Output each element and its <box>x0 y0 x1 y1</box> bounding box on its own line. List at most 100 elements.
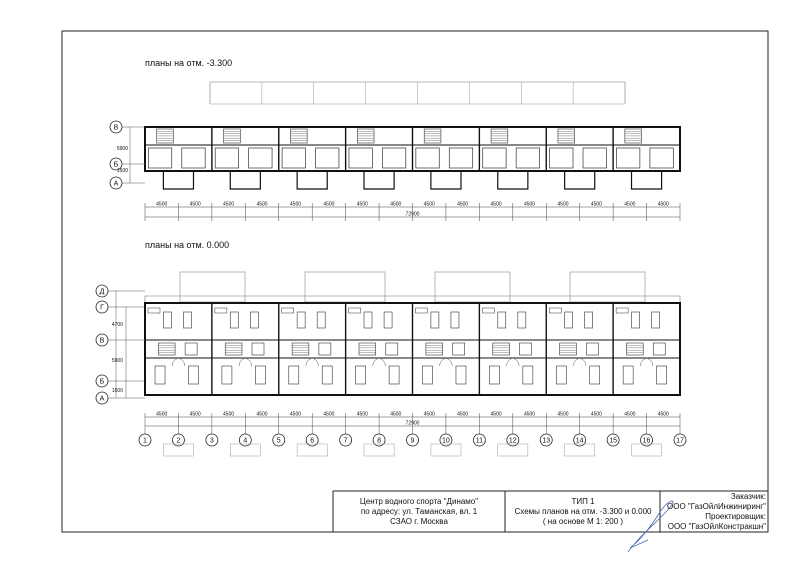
plan2-kitchen <box>147 307 161 314</box>
plan2-column-axis-2-label: 2 <box>176 438 180 445</box>
plan1-span-dim: 4500 <box>290 202 301 208</box>
designer-name: ООО "ГазОйлКонстракшн" <box>667 522 766 531</box>
plan2-entrance-step <box>230 443 261 457</box>
plan1-room <box>382 147 407 169</box>
plan2-column-axis-3-label: 3 <box>210 438 214 445</box>
plan2-column-axis-3 <box>205 433 219 447</box>
sheet-type: ТИП 1 <box>571 497 595 506</box>
plan2-table <box>564 311 573 329</box>
plan2-table <box>383 311 393 329</box>
plan1-lightwell <box>296 171 328 190</box>
plan2-bath <box>452 342 465 356</box>
plan2-bed <box>355 365 366 385</box>
project-district: СЗАО г. Москва <box>390 517 448 526</box>
plan2-terrace <box>304 271 386 303</box>
plan2-row-axis-4-label: А <box>100 396 105 403</box>
plan2-column-axis-8 <box>372 433 386 447</box>
plan2-roof-line <box>144 295 681 303</box>
plan2-entrance-step <box>631 443 662 457</box>
plan1-room <box>281 147 306 169</box>
plan2-kitchen <box>348 307 361 314</box>
plan2-bed <box>154 365 166 385</box>
plan2-span-dim: 4500 <box>624 412 635 418</box>
plan2-stair <box>224 342 243 356</box>
plan2-table <box>229 311 239 329</box>
plan2-span-dim: 4500 <box>658 412 669 418</box>
plan2-entrance-step <box>430 443 462 457</box>
plan2-door-swing <box>573 357 582 367</box>
plan2-dim-1500: 1500 <box>112 388 123 394</box>
plan1-span-dim: 4500 <box>457 202 468 208</box>
project-address: по адресу: ул. Таманская, вл. 1 <box>360 507 478 516</box>
plan2-kitchen <box>549 307 562 314</box>
plan2-table <box>430 311 440 329</box>
title-block-parties: Заказчик: ООО "ГазОйлИнжиниринг" Проекти… <box>662 492 766 532</box>
plan2-door-swing <box>377 357 386 367</box>
plan1-span-dim: 4500 <box>223 202 234 208</box>
plan2-table <box>296 311 306 329</box>
plan1-room <box>549 147 574 169</box>
plan2-terrace <box>569 271 646 303</box>
plan2-table <box>363 311 373 329</box>
sheet-scale: ( на основе М 1: 200 ) <box>542 517 624 526</box>
plan2-row-axis-3 <box>95 374 109 388</box>
plan2-column-axis-12-label: 12 <box>509 438 517 445</box>
plan2-bath <box>586 342 599 356</box>
plan2-door-swing <box>310 357 319 367</box>
plan2-stair <box>626 342 644 356</box>
plan2-bed <box>656 365 667 385</box>
plan2-bath <box>519 342 532 356</box>
plan2-table <box>517 311 527 329</box>
project-name: Центр водного спорта "Динамо" <box>359 497 479 506</box>
plan1-room <box>482 147 507 169</box>
plan2-column-axis-4-label: 4 <box>243 438 247 445</box>
plan1-dim-1500: 1500 <box>117 168 128 174</box>
plan2-span-dim: 4500 <box>457 412 468 418</box>
plan2-span-dim: 4500 <box>256 412 267 418</box>
plan2-bath <box>251 342 265 356</box>
plan2-column-axis-17 <box>673 433 687 447</box>
plan2-bed <box>255 365 266 385</box>
plan2-bed <box>522 365 534 385</box>
plan2-span-dim: 4500 <box>424 412 435 418</box>
plan2-kitchen <box>415 307 428 314</box>
plan1-span-dim: 4500 <box>156 202 167 208</box>
plan2-span-dim: 4500 <box>223 412 234 418</box>
plan1-room <box>348 147 373 169</box>
sheet-frame <box>61 30 769 533</box>
plan2-stair <box>559 342 577 356</box>
plan2-column-axis-17-label: 17 <box>676 438 684 445</box>
plan2-bath <box>184 342 198 356</box>
plan1-lightwell <box>564 171 596 190</box>
plan2-stair <box>358 342 377 356</box>
plan1-room <box>415 147 440 169</box>
plan2-door-swing <box>372 357 381 367</box>
plan2-column-axis-5-label: 5 <box>277 438 281 445</box>
plan2-door-swing <box>639 357 649 367</box>
plan2-door-swing <box>577 357 587 367</box>
plan2-column-axis-12 <box>506 433 520 447</box>
title-block-sheet: ТИП 1 Схемы планов на отм. -3.300 и 0.00… <box>507 497 659 527</box>
plan2-bed <box>455 365 467 385</box>
plan2-title: планы на отм. 0.000 <box>145 240 230 250</box>
plan2-row-axis-1 <box>95 300 109 314</box>
plan1-room <box>147 147 173 169</box>
title-block-project: Центр водного спорта "Динамо" по адресу:… <box>335 497 503 527</box>
plan1-lightwell <box>430 171 462 190</box>
plan1-room <box>649 147 674 169</box>
plan2-bed <box>589 365 601 385</box>
plan2-stair <box>158 342 176 356</box>
plan2-table <box>450 311 460 329</box>
plan2-bed <box>188 365 199 385</box>
plan2-column-axis-11-label: 11 <box>476 438 483 445</box>
plan2-column-axis-1-label: 1 <box>143 438 147 445</box>
plan2-span-dim: 4500 <box>156 412 167 418</box>
plan1-row-axis-1-label: Б <box>114 162 119 169</box>
plan2-column-axis-9 <box>406 433 419 447</box>
plan2-column-axis-6-label: 6 <box>310 438 314 445</box>
plan1-lightwell <box>363 171 395 190</box>
title-block-grid <box>332 490 768 532</box>
plan2-bath <box>652 342 666 356</box>
